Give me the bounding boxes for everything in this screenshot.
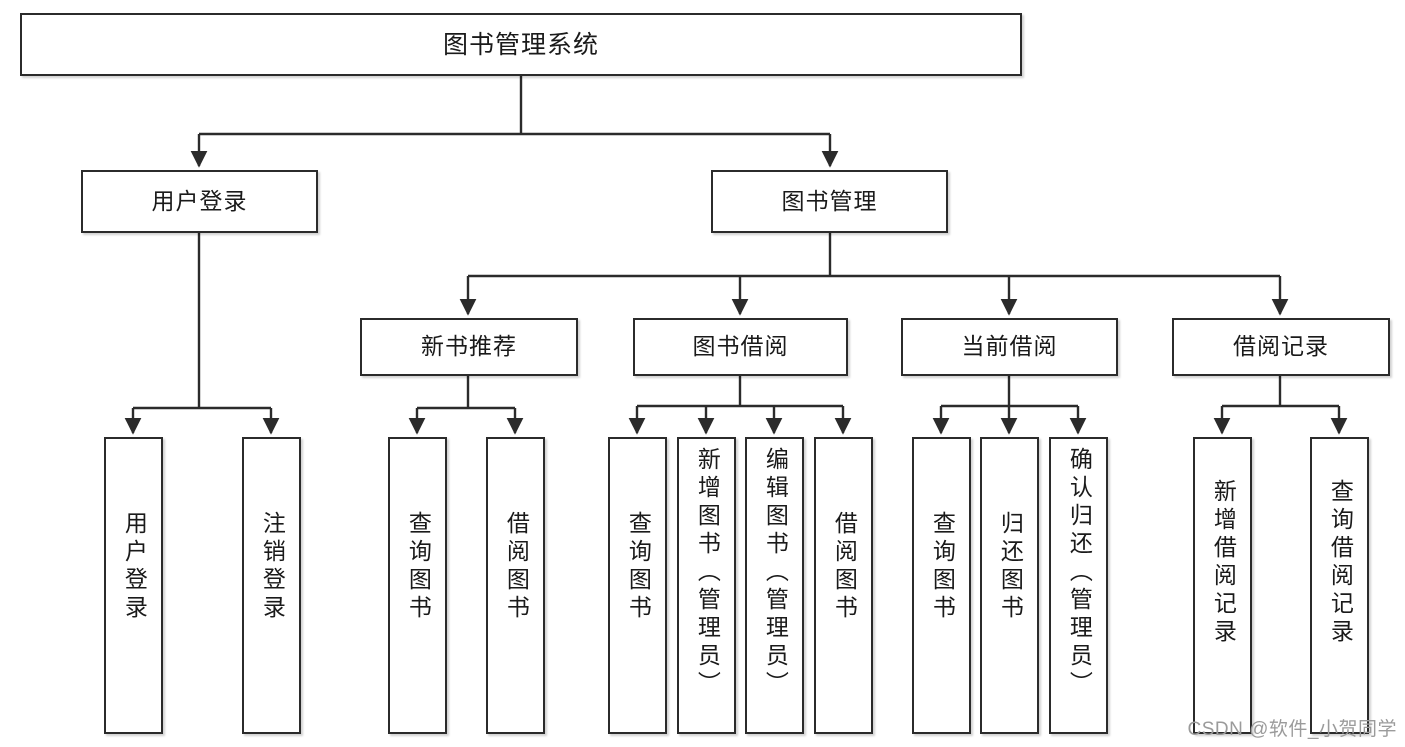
leaf-return-book-label: 归还图书 (997, 511, 1024, 623)
node-borrow-record-label: 借阅记录 (1233, 333, 1329, 360)
node-borrow-record[interactable]: 借阅记录 (1172, 318, 1390, 376)
leaf-query-borrow-record[interactable]: 查询借阅记录 (1310, 437, 1369, 734)
leaf-borrow-book-borrow-label: 借阅图书 (831, 511, 858, 623)
leaf-query-book-newbook-label: 查询图书 (405, 511, 432, 623)
node-book-management-label: 图书管理 (781, 187, 878, 214)
leaf-borrow-book-newbook-label: 借阅图书 (503, 511, 530, 623)
node-book-borrow[interactable]: 图书借阅 (633, 318, 848, 376)
leaf-query-book-current[interactable]: 查询图书 (912, 437, 971, 734)
node-root[interactable]: 图书管理系统 (20, 13, 1022, 76)
node-current-borrow-label: 当前借阅 (961, 333, 1058, 360)
leaf-borrow-book-borrow[interactable]: 借阅图书 (814, 437, 873, 734)
node-book-borrow-label: 图书借阅 (692, 333, 789, 360)
leaf-confirm-return-admin-label: 确认归还（管理员） (1066, 447, 1093, 699)
leaf-logout-label: 注销登录 (259, 511, 286, 623)
node-user-login-label: 用户登录 (151, 187, 248, 214)
leaf-query-borrow-record-label: 查询借阅记录 (1327, 479, 1354, 647)
leaf-add-borrow-record[interactable]: 新增借阅记录 (1193, 437, 1252, 734)
leaf-logout[interactable]: 注销登录 (242, 437, 301, 734)
node-book-management[interactable]: 图书管理 (711, 170, 948, 233)
leaf-borrow-book-newbook[interactable]: 借阅图书 (486, 437, 545, 734)
leaf-add-book-admin-label: 新增图书（管理员） (694, 447, 721, 699)
watermark-text: CSDN @软件_小贺同学 (1187, 719, 1397, 740)
node-current-borrow[interactable]: 当前借阅 (901, 318, 1118, 376)
node-root-label: 图书管理系统 (442, 30, 599, 59)
leaf-edit-book-admin[interactable]: 编辑图书（管理员） (745, 437, 804, 734)
leaf-query-book-borrow[interactable]: 查询图书 (608, 437, 667, 734)
leaf-add-borrow-record-label: 新增借阅记录 (1210, 479, 1237, 647)
leaf-edit-book-admin-label: 编辑图书（管理员） (762, 447, 789, 699)
node-new-book-recommend-label: 新书推荐 (421, 333, 517, 360)
leaf-add-book-admin[interactable]: 新增图书（管理员） (677, 437, 736, 734)
leaf-query-book-newbook[interactable]: 查询图书 (388, 437, 447, 734)
leaf-user-login[interactable]: 用户登录 (104, 437, 163, 734)
leaf-query-book-borrow-label: 查询图书 (625, 511, 652, 623)
node-user-login[interactable]: 用户登录 (81, 170, 318, 233)
leaf-return-book[interactable]: 归还图书 (980, 437, 1039, 734)
node-new-book-recommend[interactable]: 新书推荐 (360, 318, 578, 376)
leaf-confirm-return-admin[interactable]: 确认归还（管理员） (1049, 437, 1108, 734)
leaf-user-login-label: 用户登录 (121, 511, 148, 623)
leaf-query-book-current-label: 查询图书 (929, 511, 956, 623)
